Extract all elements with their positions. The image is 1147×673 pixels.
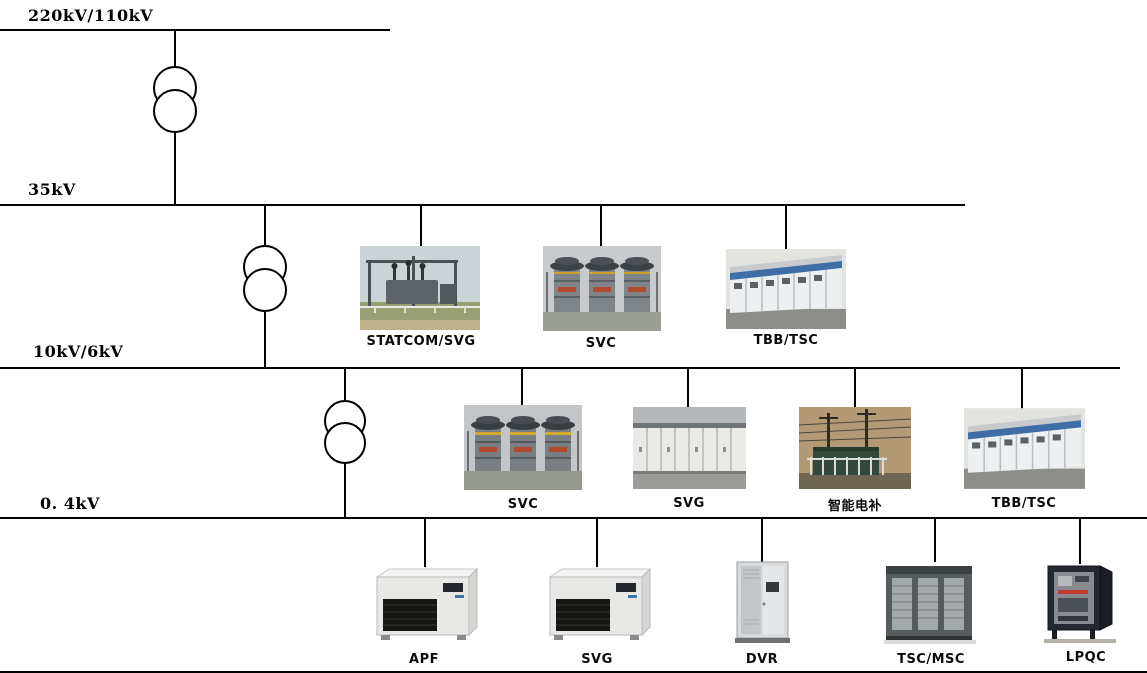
bus-04kv-line [0, 517, 1147, 519]
label-svg-04kv: SVG [581, 652, 613, 667]
label-tbb-tsc-10kv: TBB/TSC [991, 496, 1057, 511]
dvr-photo [729, 560, 796, 646]
drop-10kv-smart [854, 368, 856, 411]
label-tbb-tsc-35kv: TBB/TSC [753, 333, 819, 348]
tbb-tsc-10kv-photo [964, 406, 1085, 491]
svc-10kv-photo [464, 404, 582, 491]
diagram-bottom-border [0, 671, 1147, 673]
drop-10kv-svg [687, 368, 689, 411]
drop-04kv-svg [596, 518, 598, 567]
bus-label-220kv: 220kV/110kV [28, 6, 154, 25]
drop-04kv-lpqc [1079, 518, 1081, 564]
tbb-tsc-35kv-photo [726, 249, 846, 329]
tsc-msc-photo [884, 558, 976, 646]
drop-04kv-dvr [761, 518, 763, 564]
bus-label-04kv: 0. 4kV [40, 494, 100, 513]
drop-35kv-tbb [785, 205, 787, 254]
drop-10kv-svc [521, 368, 523, 409]
transformer-35kv-10kv-symbol [243, 245, 287, 312]
svg-04kv-photo [539, 563, 655, 646]
drop-10kv-tbb [1021, 368, 1023, 410]
svc-35kv-photo [543, 246, 661, 331]
statcom-svg-photo [360, 246, 480, 330]
svg-10kv-photo [633, 407, 746, 489]
label-dvr: DVR [745, 652, 779, 667]
smart-compensation-photo [799, 407, 911, 489]
label-svc-10kv: SVC [507, 497, 539, 512]
apf-photo [367, 563, 481, 646]
drop-35kv-svc [600, 205, 602, 251]
bus-35kv-line [0, 204, 965, 206]
label-svg-10kv: SVG [673, 496, 705, 511]
label-svc-35kv: SVC [585, 336, 617, 351]
drop-04kv-tscmsc [934, 518, 936, 562]
bus-label-10kv: 10kV/6kV [33, 342, 124, 361]
bus-label-35kv: 35kV [28, 180, 76, 199]
transformer-10kv-04kv-symbol [324, 400, 366, 464]
label-apf: APF [409, 652, 439, 667]
drop-04kv-apf [424, 518, 426, 567]
label-lpqc: LPQC [1065, 650, 1107, 665]
transformer-220kv-35kv-symbol [153, 66, 197, 133]
bus-10kv-line [0, 367, 1120, 369]
label-statcom-svg: STATCOM/SVG [366, 334, 476, 349]
label-tsc-msc: TSC/MSC [897, 652, 965, 667]
lpqc-photo [1044, 560, 1116, 645]
label-smart-compensation: 智能电补 [827, 499, 883, 514]
drop-35kv-statcom [420, 205, 422, 251]
bus-220kv-line [0, 29, 390, 31]
